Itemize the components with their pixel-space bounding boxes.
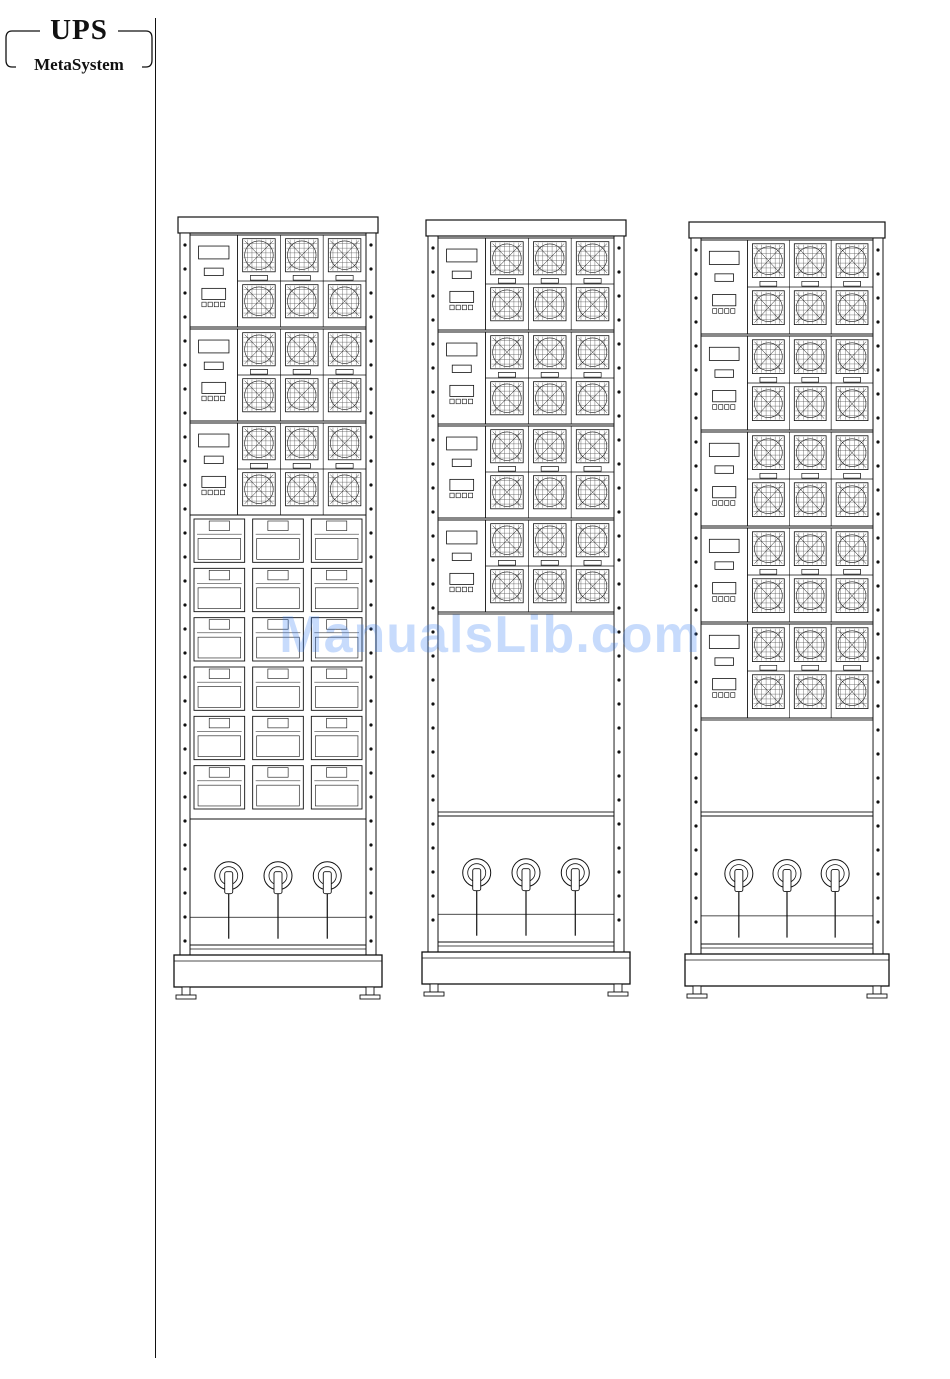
- power-module: [701, 336, 873, 430]
- battery-drawer: [194, 716, 245, 759]
- battery-drawer: [253, 716, 304, 759]
- battery-drawer: [194, 667, 245, 710]
- breaker-panel: [438, 816, 614, 942]
- power-module: [190, 329, 366, 421]
- battery-drawer: [311, 519, 362, 562]
- power-module: [438, 332, 614, 424]
- watermark: ManualsLib.com: [220, 605, 760, 665]
- breaker-panel: [701, 816, 873, 944]
- breaker-panel: [190, 819, 366, 945]
- power-module: [190, 423, 366, 515]
- battery-drawer: [253, 766, 304, 809]
- battery-drawer: [311, 766, 362, 809]
- page-margin-rule: [155, 18, 156, 1358]
- battery-drawer: [311, 716, 362, 759]
- battery-drawer: [253, 519, 304, 562]
- power-module: [701, 432, 873, 526]
- battery-drawer: [194, 519, 245, 562]
- battery-drawer: [311, 667, 362, 710]
- battery-drawer: [194, 766, 245, 809]
- power-module: [190, 235, 366, 327]
- power-module: [438, 520, 614, 612]
- logo-line-ups: UPS: [4, 14, 154, 47]
- power-module: [438, 238, 614, 330]
- brand-logo: UPS MetaSystem: [4, 14, 154, 76]
- battery-drawer: [253, 667, 304, 710]
- power-module: [438, 426, 614, 518]
- logo-line-metasystem: MetaSystem: [4, 55, 154, 75]
- power-module: [701, 240, 873, 334]
